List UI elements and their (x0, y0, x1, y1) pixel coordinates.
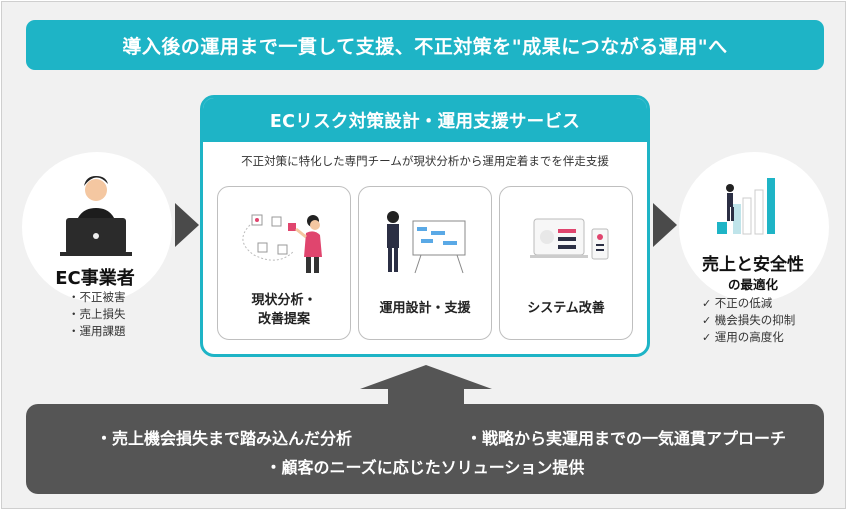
card-analysis: 現状分析・ 改善提案 (217, 186, 351, 340)
service-title: ECリスク対策設計・運用支援サービス (203, 98, 647, 142)
card-system-label: システム改善 (527, 301, 605, 316)
strength-approach: ・戦略から実運用までの一気通貫アプローチ (465, 429, 786, 448)
service-subtitle: 不正対策に特化した専門チームが現状分析から運用定着までを伴走支援 (241, 154, 609, 168)
strength-analysis: ・売上機会損失まで踏み込んだ分析 (96, 429, 353, 448)
devices-illustration-icon (530, 218, 609, 260)
list-item: 不正の低減 (702, 295, 795, 312)
list-item: 運用課題 (68, 323, 126, 340)
analysis-illustration-icon (242, 214, 322, 273)
presentation-illustration-icon (387, 211, 466, 274)
right-arrow-right (653, 203, 677, 247)
laptop-user-icon (60, 176, 132, 256)
list-item: 不正被害 (68, 289, 126, 306)
growth-chart-icon (717, 178, 775, 235)
strength-solution: ・顧客のニーズに応じたソリューション提供 (265, 458, 585, 477)
card-analysis-label-1: 現状分析・ (251, 293, 317, 308)
service-cards: 現状分析・ 改善提案 運用設計・支援 (217, 186, 633, 340)
outcome-circle (679, 152, 829, 302)
outcome-subtitle: の最適化 (727, 277, 778, 292)
card-system: システム改善 (499, 186, 633, 340)
list-item: 機会損失の抑制 (702, 312, 796, 329)
ec-business-circle (22, 152, 172, 302)
service-box: ECリスク対策設計・運用支援サービス 不正対策に特化した専門チームが現状分析から… (200, 95, 650, 357)
outcome-list: 不正の低減 機会損失の抑制 運用の高度化 (702, 295, 796, 346)
card-operation-label: 運用設計・支援 (379, 301, 471, 316)
ec-issues-list: 不正被害 売上損失 運用課題 (68, 289, 126, 340)
outcome-title: 売上と安全性 (702, 255, 804, 275)
list-item: 運用の高度化 (702, 329, 795, 346)
card-analysis-label-2: 改善提案 (257, 312, 310, 327)
ec-business-title: EC事業者 (55, 268, 135, 289)
right-arrow-left (175, 203, 199, 247)
up-arrow-icon (360, 365, 492, 407)
list-item: 売上損失 (68, 306, 126, 323)
top-banner: 導入後の運用まで一貫して支援、不正対策を"成果につながる運用"へ (26, 20, 824, 70)
strengths-row-1: ・売上機会損失まで踏み込んだ分析 ・戦略から実運用までの一気通貫アプローチ (96, 425, 786, 449)
bottom-strengths-box: ・売上機会損失まで踏み込んだ分析 ・戦略から実運用までの一気通貫アプローチ ・顧… (26, 404, 824, 494)
card-operation: 運用設計・支援 (358, 186, 492, 340)
